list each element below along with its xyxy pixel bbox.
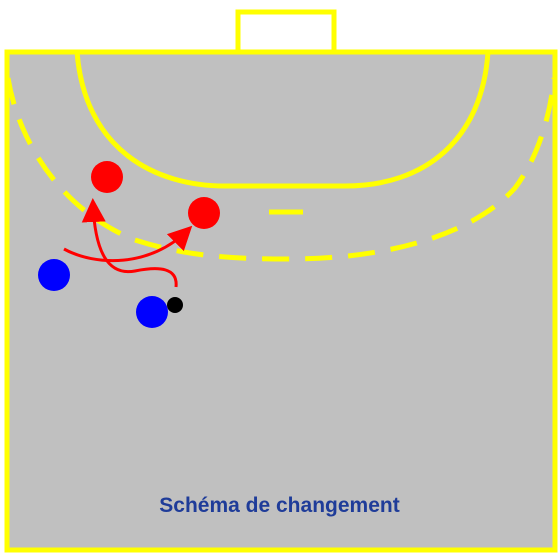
diagram-caption: Schéma de changement bbox=[159, 494, 400, 517]
attacker-player bbox=[136, 296, 168, 328]
goal-area-line bbox=[74, 51, 491, 189]
court-surface bbox=[7, 52, 555, 550]
defender-player bbox=[91, 161, 123, 193]
court-boundary bbox=[4, 49, 558, 553]
ball bbox=[167, 297, 183, 313]
movement-arrow-to-upper-defender bbox=[81, 198, 178, 288]
attacker-player bbox=[38, 259, 70, 291]
goal bbox=[235, 9, 337, 52]
defender-player bbox=[188, 197, 220, 229]
movement-arrow-to-right-defender bbox=[63, 225, 193, 263]
